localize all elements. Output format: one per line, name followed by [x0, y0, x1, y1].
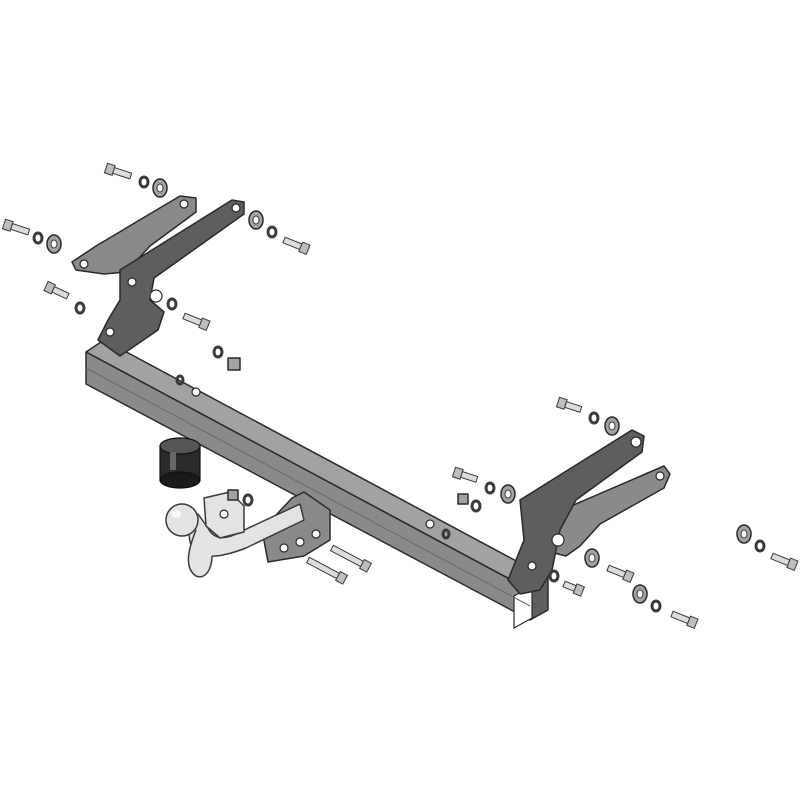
bolt	[329, 544, 373, 573]
bracket-hole	[527, 561, 537, 571]
crossbar-hole	[191, 387, 201, 397]
washer	[242, 493, 254, 507]
right-side-bracket	[507, 429, 671, 595]
bracket-hole	[179, 199, 189, 209]
main-crossbar	[85, 339, 549, 630]
bolt	[1, 218, 31, 236]
washer	[266, 225, 278, 239]
nut	[457, 493, 469, 505]
crossbar-hole	[425, 519, 435, 529]
tow-ball-neck-curve	[187, 529, 213, 578]
fastener-set-top-left	[103, 162, 168, 198]
washer	[212, 345, 224, 359]
bolt	[305, 556, 349, 585]
fastener-set-upper-middle	[248, 210, 311, 256]
washer	[484, 481, 496, 495]
left-front-bracket-plate	[97, 199, 245, 357]
mount-hole	[295, 537, 305, 547]
socket-highlight	[170, 452, 176, 470]
right-front-bracket-plate	[507, 429, 645, 595]
washer	[754, 539, 766, 553]
fastener-set-right-lower	[548, 548, 699, 630]
tow-ball-highlight	[171, 510, 181, 518]
nut	[227, 489, 239, 501]
tow-ball-neck	[165, 491, 305, 578]
washer	[74, 301, 86, 315]
bracket-hole	[655, 471, 665, 481]
bolt	[555, 396, 583, 413]
fastener-set-crossbar	[175, 374, 451, 540]
nut	[227, 357, 241, 371]
tow-ball-sphere	[165, 503, 199, 537]
bracket-hole	[551, 533, 565, 547]
washer	[166, 297, 178, 311]
socket-base	[159, 471, 201, 489]
mount-plate-body	[261, 491, 331, 563]
tow-ball-mount-plate	[261, 491, 331, 563]
electrical-socket	[159, 437, 201, 489]
bolt	[43, 280, 70, 300]
bracket-hole	[105, 327, 115, 337]
flange-hole	[219, 509, 229, 519]
fastener-set-left	[1, 218, 62, 254]
bolt	[103, 162, 133, 180]
fastener-set-right-middle	[451, 466, 516, 513]
washer	[175, 374, 185, 386]
fastener-set-center-upper	[166, 297, 241, 371]
bracket-hole	[149, 289, 163, 303]
fastener-set-left-lower	[43, 280, 86, 315]
bolt	[282, 236, 311, 256]
bolt	[451, 466, 479, 483]
washer	[650, 599, 662, 613]
fastener-set-right-upper	[555, 396, 620, 436]
bolt	[670, 610, 699, 630]
washer	[138, 175, 150, 189]
washer	[588, 411, 600, 425]
washer	[441, 528, 451, 540]
socket-top	[159, 437, 201, 455]
crossbar-edge-line	[85, 367, 531, 607]
crossbar-top-face	[85, 339, 549, 591]
bracket-hole	[79, 259, 89, 269]
bolt	[770, 552, 799, 572]
left-rear-bracket-plate	[71, 195, 197, 275]
bracket-hole	[127, 277, 137, 287]
mount-hole	[279, 543, 289, 553]
washer	[548, 569, 560, 583]
fastener-set-far-right	[736, 524, 799, 572]
mount-hole	[311, 529, 321, 539]
bracket-hole	[630, 436, 642, 448]
washer	[32, 231, 44, 245]
bolt	[562, 580, 586, 597]
crossbar-front-face	[85, 351, 531, 621]
fastener-set-mount	[227, 489, 373, 585]
left-side-bracket	[71, 195, 245, 357]
bracket-hole	[231, 203, 241, 213]
washer	[470, 499, 482, 513]
bolt	[182, 312, 211, 332]
bolt	[606, 564, 635, 584]
